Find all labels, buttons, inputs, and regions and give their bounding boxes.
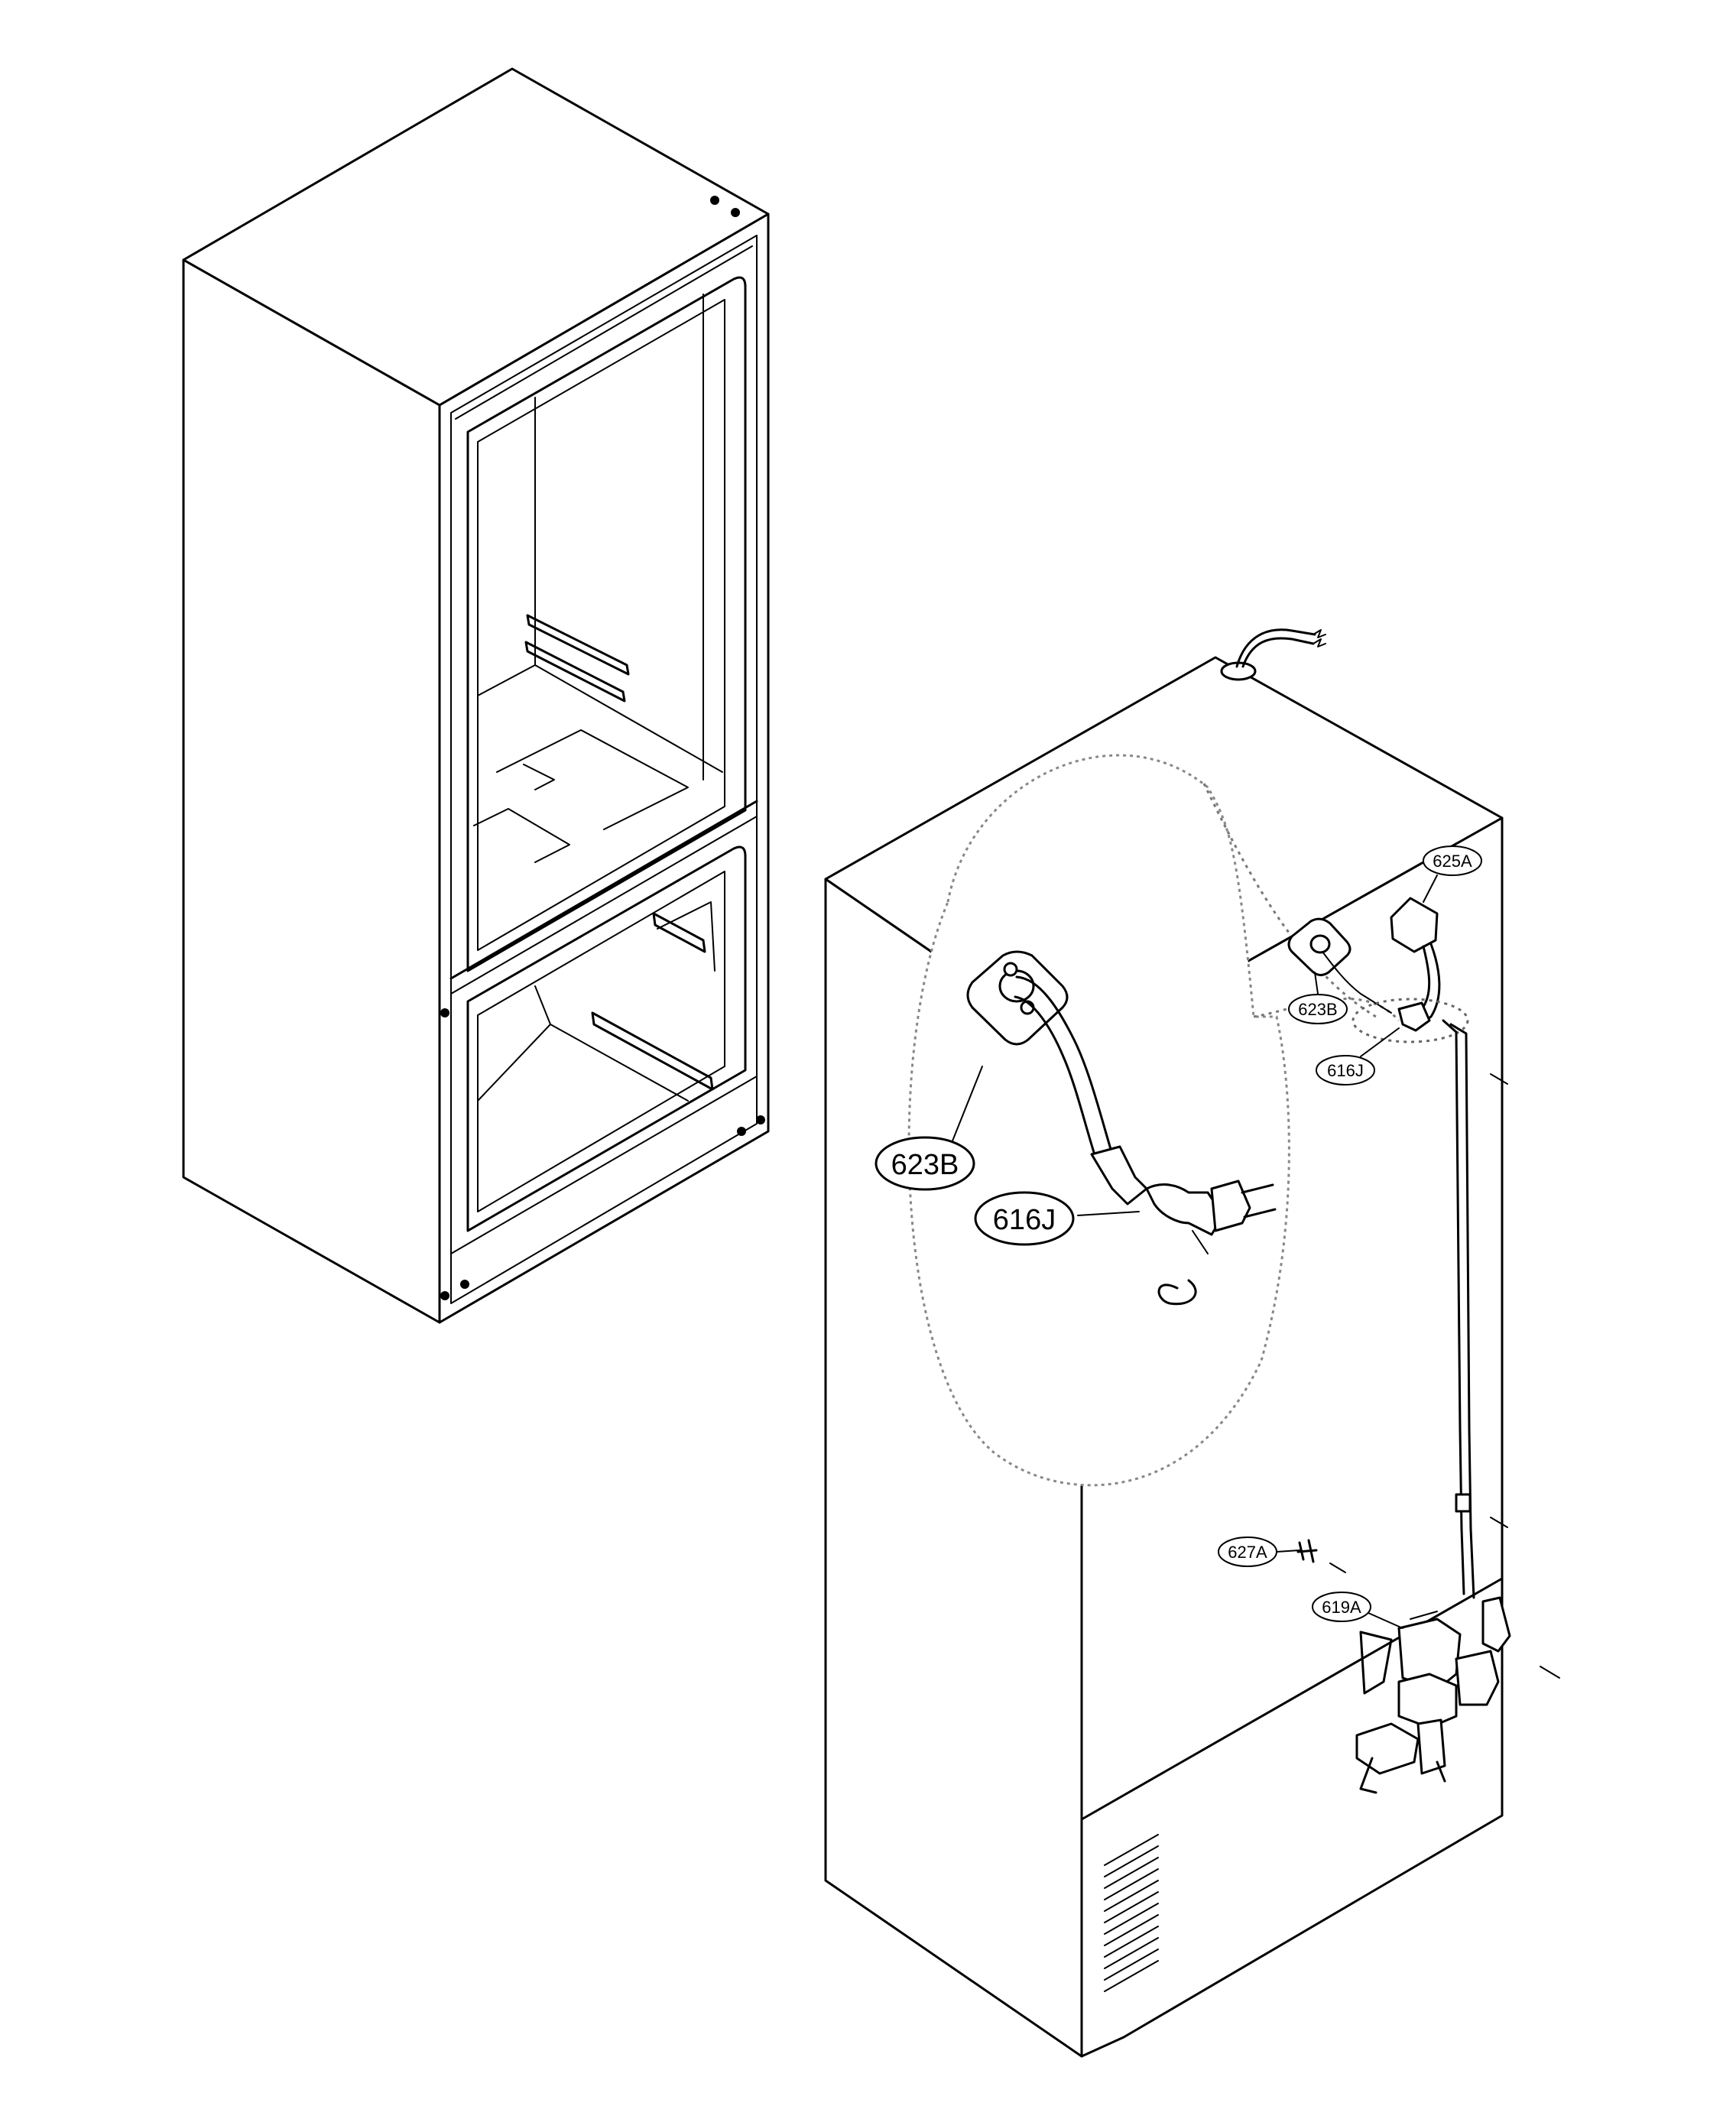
valve-solenoid-top [1397, 1618, 1462, 1691]
clip-627A [1296, 1539, 1318, 1563]
water-module [1390, 897, 1439, 953]
cabinet-side [182, 258, 441, 1324]
water-supply-line [1235, 628, 1316, 668]
callout-623B-large: 623B [874, 1136, 975, 1191]
valve-bracket [1481, 1596, 1511, 1653]
screw-top-2 [731, 208, 740, 217]
rear-parts [1287, 897, 1560, 1794]
callout-627A: 627A [1218, 1537, 1300, 1567]
callouts: 625A 623B 616J 627A 619A 623B [874, 845, 1482, 1629]
callout-616J-large: 616J [974, 1191, 1075, 1246]
svg-text:627A: 627A [1228, 1543, 1267, 1562]
detail-bubble [907, 754, 1400, 1487]
shelf-rail-lower [524, 641, 626, 703]
valve-side-coil [1455, 1650, 1500, 1706]
screw-bottom-left-2 [460, 1280, 469, 1289]
svg-text:616J: 616J [1327, 1061, 1364, 1080]
screw-bottom-right [737, 1127, 746, 1136]
drawer-rail-lower [591, 1011, 714, 1091]
callout-623B-small: 623B [1288, 972, 1348, 1024]
callout-619A: 619A [1312, 1592, 1403, 1629]
screw-bottom-right-2 [756, 1115, 765, 1124]
valve-body [1397, 1673, 1458, 1729]
screw-bottom-left [440, 1291, 449, 1300]
machine-compartment-edge [1080, 1577, 1504, 1821]
screw-1 [1490, 1073, 1508, 1085]
screw-3 [1329, 1562, 1346, 1573]
lower-compartment [466, 845, 747, 1232]
svg-text:623B: 623B [1298, 1000, 1337, 1019]
screw-top-1 [710, 196, 719, 205]
cabinet-front-frame [438, 213, 770, 1324]
vent-grille [1104, 1834, 1159, 1992]
screw-mid-left [440, 1008, 449, 1017]
clip-ring [1157, 1279, 1197, 1306]
water-tube-long [1442, 1019, 1465, 1595]
svg-text:623B: 623B [891, 1149, 959, 1181]
detail-tube [1015, 975, 1114, 1156]
screw-4 [1540, 1666, 1560, 1679]
front-cabinet [182, 67, 770, 1324]
svg-text:616J: 616J [993, 1204, 1056, 1236]
upper-compartment [466, 276, 747, 972]
callout-625A: 625A [1423, 845, 1482, 903]
shelf-rail-upper [526, 614, 630, 676]
screw-2 [1490, 1517, 1508, 1528]
svg-text:625A: 625A [1433, 852, 1472, 871]
svg-text:619A: 619A [1322, 1598, 1361, 1617]
drawer-rail-upper [652, 912, 706, 953]
callout-616J-small: 616J [1316, 1027, 1400, 1085]
